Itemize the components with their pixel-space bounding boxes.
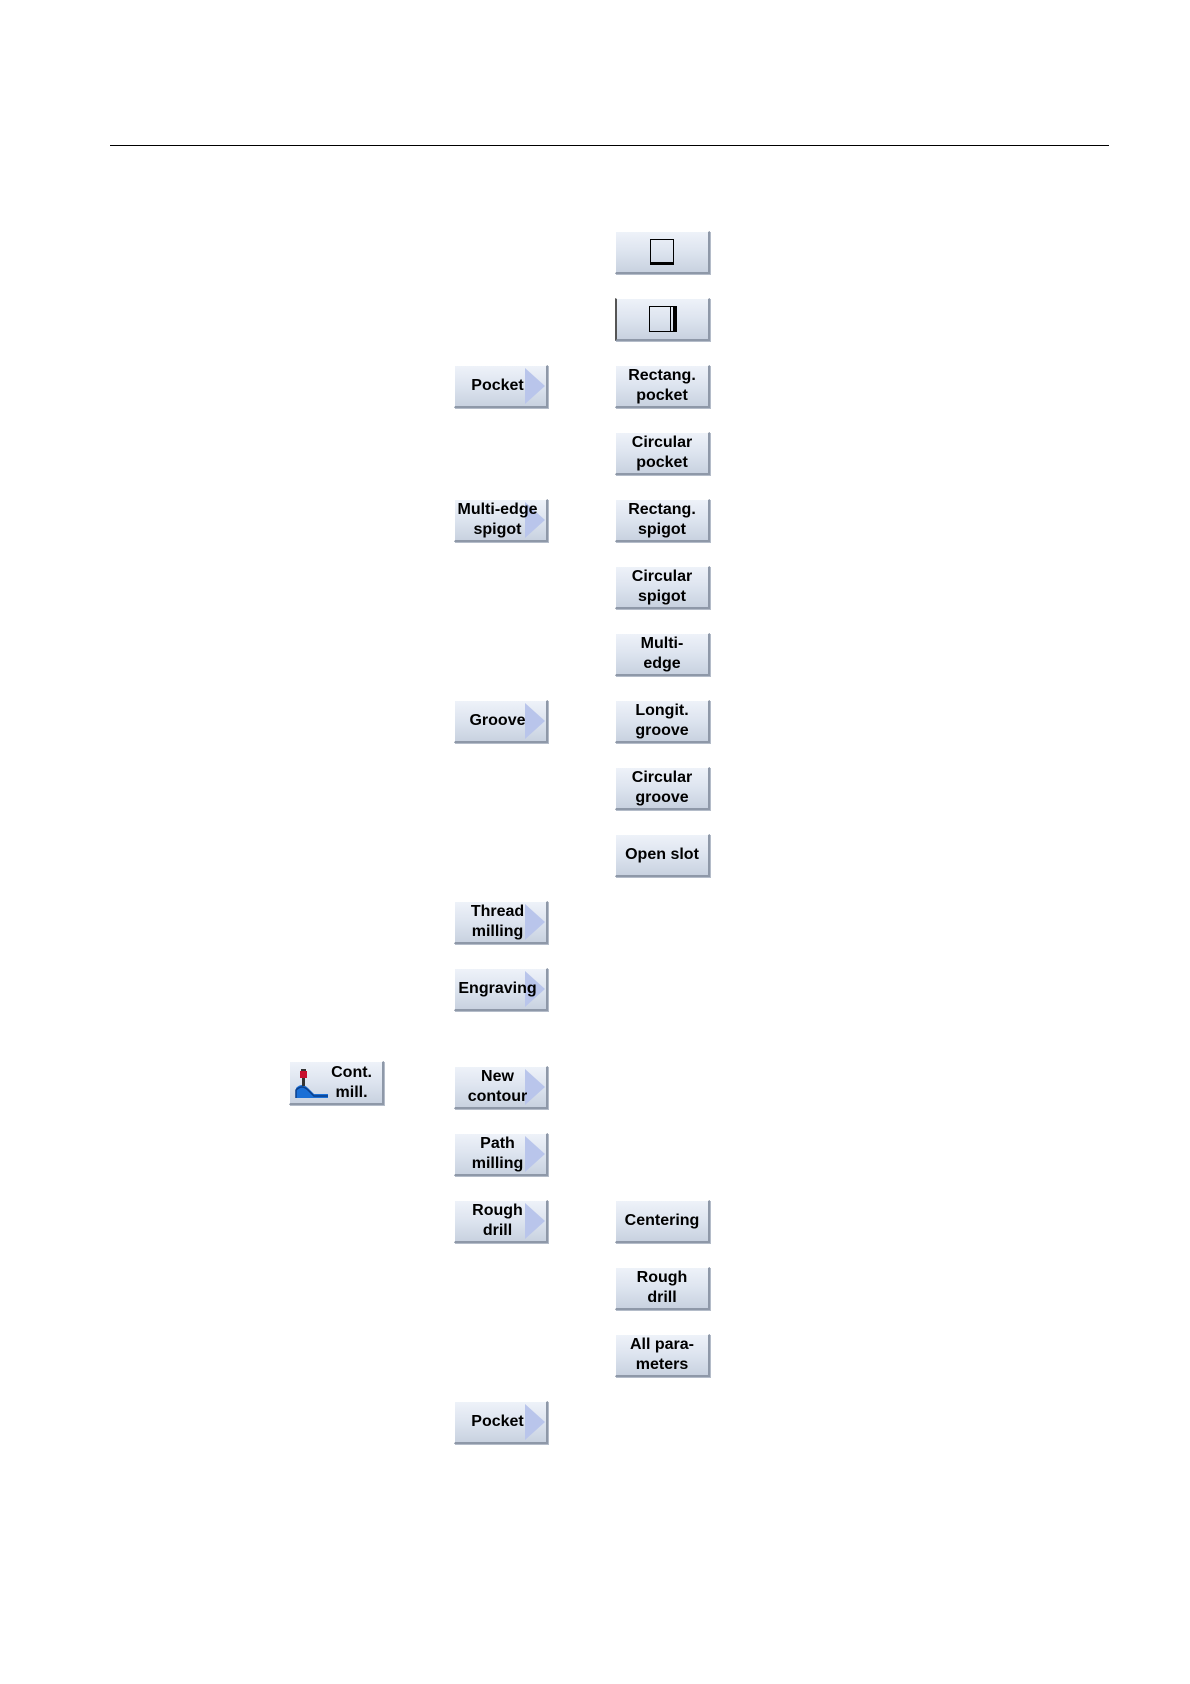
circular-pocket-softkey[interactable]: Circular pocket <box>615 432 710 475</box>
softkey-label: Engraving <box>458 979 536 999</box>
engraving-softkey[interactable]: Engraving <box>454 968 548 1011</box>
submenu-arrow-icon <box>525 703 545 739</box>
multi-edge-spigot-softkey[interactable]: Multi-edge spigot <box>454 499 548 542</box>
view-side-softkey[interactable] <box>615 298 710 341</box>
softkey-label: Cont. mill. <box>331 1063 372 1103</box>
groove-softkey[interactable]: Groove <box>454 700 548 743</box>
view-bottom-softkey[interactable] <box>615 231 710 274</box>
rectang-spigot-softkey[interactable]: Rectang. spigot <box>615 499 710 542</box>
rectang-pocket-softkey[interactable]: Rectang. pocket <box>615 365 710 408</box>
header-rule <box>110 145 1109 146</box>
softkey-label: Pocket <box>471 376 523 396</box>
softkey-label: Circular pocket <box>632 433 692 473</box>
softkey-label: Pocket <box>471 1412 523 1432</box>
softkey-label: Thread milling <box>471 902 524 942</box>
circular-spigot-softkey[interactable]: Circular spigot <box>615 566 710 609</box>
multi-edge-softkey[interactable]: Multi- edge <box>615 633 710 676</box>
submenu-arrow-icon <box>525 1404 545 1440</box>
submenu-arrow-icon <box>525 904 545 940</box>
softkey-label: Rough drill <box>637 1268 688 1308</box>
rough-drill-softkey[interactable]: Rough drill <box>615 1267 710 1310</box>
softkey-label: Longit. groove <box>635 701 688 741</box>
rough-drill-menu-softkey[interactable]: Rough drill <box>454 1200 548 1243</box>
softkey-label: Multi-edge spigot <box>458 500 538 540</box>
softkey-label: Rough drill <box>472 1201 523 1241</box>
submenu-arrow-icon <box>525 1203 545 1239</box>
softkey-label: Rectang. spigot <box>628 500 696 540</box>
frame-bottom-icon <box>650 239 674 265</box>
submenu-arrow-icon <box>525 1069 545 1105</box>
softkey-label: Circular spigot <box>632 567 692 607</box>
pocket-softkey[interactable]: Pocket <box>454 365 548 408</box>
new-contour-softkey[interactable]: New contour <box>454 1066 548 1109</box>
longit-groove-softkey[interactable]: Longit. groove <box>615 700 710 743</box>
softkey-label: Open slot <box>625 845 699 865</box>
thread-milling-softkey[interactable]: Thread milling <box>454 901 548 944</box>
centering-softkey[interactable]: Centering <box>615 1200 710 1243</box>
pocket-contour-softkey[interactable]: Pocket <box>454 1401 548 1444</box>
softkey-label: Groove <box>469 711 525 731</box>
softkey-label: All para- meters <box>630 1335 694 1375</box>
softkey-label: Rectang. pocket <box>628 366 696 406</box>
softkey-label: Multi- edge <box>641 634 684 674</box>
open-slot-softkey[interactable]: Open slot <box>615 834 710 877</box>
contour-milling-icon <box>294 1068 330 1100</box>
softkey-label: Centering <box>625 1211 700 1231</box>
softkey-label: New contour <box>468 1067 528 1107</box>
submenu-arrow-icon <box>525 1136 545 1172</box>
softkey-label: Path milling <box>472 1134 524 1174</box>
all-parameters-softkey[interactable]: All para- meters <box>615 1334 710 1377</box>
frame-side-icon <box>649 306 677 332</box>
circular-groove-softkey[interactable]: Circular groove <box>615 767 710 810</box>
cont-mill-softkey[interactable]: Cont. mill. <box>289 1061 384 1105</box>
submenu-arrow-icon <box>525 368 545 404</box>
softkey-label: Circular groove <box>632 768 692 808</box>
path-milling-softkey[interactable]: Path milling <box>454 1133 548 1176</box>
